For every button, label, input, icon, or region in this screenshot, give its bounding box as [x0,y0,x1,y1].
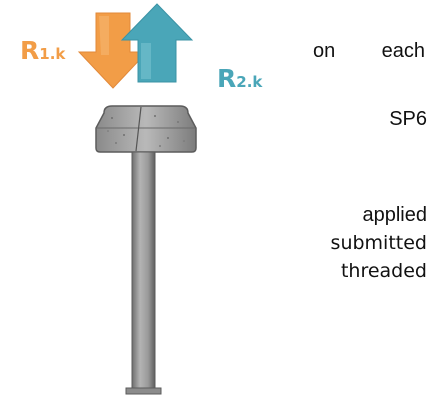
r2-arrow-icon [120,3,194,83]
text-line-on-each: on each [313,40,425,62]
text-line-submitted: submitted [330,232,427,254]
text-word-on: on [313,40,336,62]
r2-label: R2.k [217,64,263,93]
r1-label: R1.k [20,36,66,65]
pile-cap [95,105,197,153]
r2-label-sub: 2.k [236,73,263,91]
text-line-threaded: threaded [340,260,427,282]
r2-label-main: R [217,64,236,93]
r1-label-main: R [20,36,39,65]
text-line-sp6: SP6 [389,108,427,130]
text-word-each: each [381,40,425,62]
steel-post [125,151,162,395]
r1-label-sub: 1.k [39,45,66,63]
text-line-applied: applied [362,204,427,226]
